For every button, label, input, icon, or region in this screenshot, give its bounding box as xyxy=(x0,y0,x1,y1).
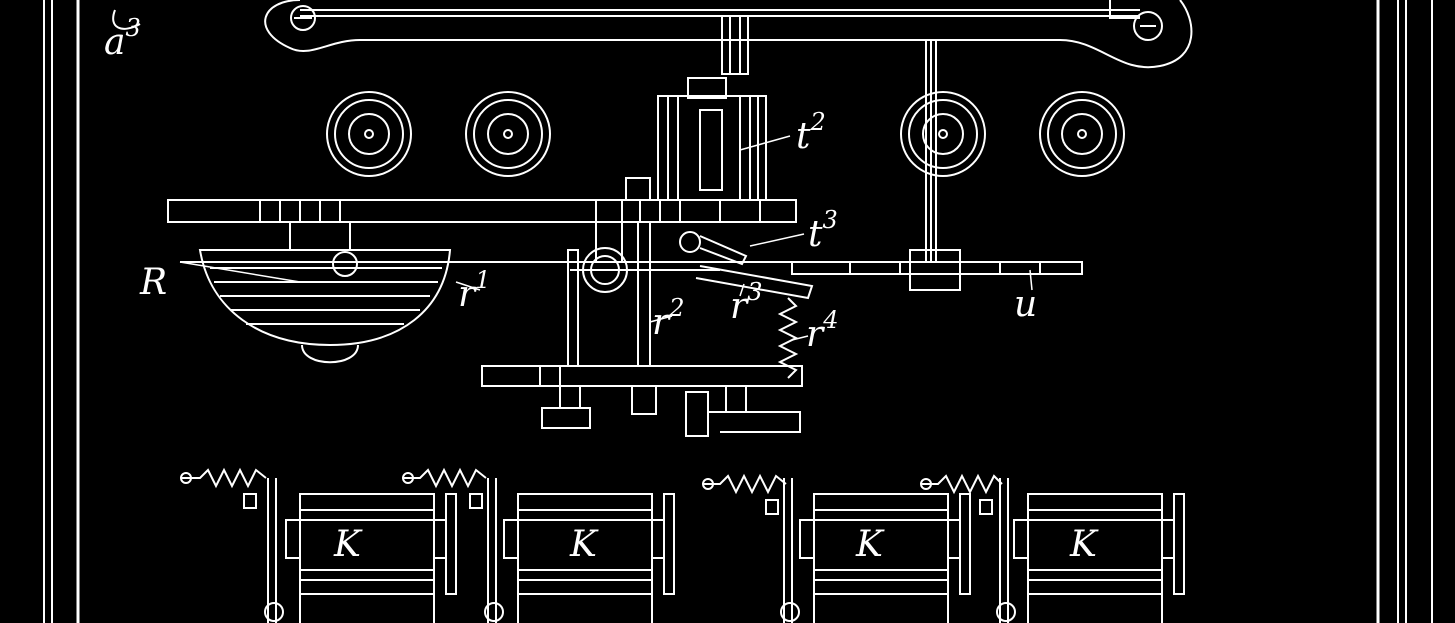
label-r: R xyxy=(139,262,167,303)
label-k-4: K xyxy=(1069,524,1099,565)
label-k-2: K xyxy=(569,524,599,565)
lower-bar xyxy=(481,365,803,437)
top-lever-plate xyxy=(112,0,1193,69)
coil-t2 xyxy=(657,77,767,201)
magnet-unit-4 xyxy=(920,473,1185,623)
plate-u xyxy=(791,249,1083,291)
frame-left xyxy=(43,0,80,623)
label-k-3: K xyxy=(855,524,885,565)
magnet-unit-1 xyxy=(180,467,457,623)
vertical-rod xyxy=(925,40,937,262)
magnet-unit-3 xyxy=(702,473,971,623)
reference-labels: a3 t2 t3 R r1 r2 r3 r4 u K K K K xyxy=(104,14,1099,565)
top-stud xyxy=(721,15,749,75)
label-a3: a3 xyxy=(104,14,141,63)
label-r1: r1 xyxy=(458,266,491,315)
label-r4: r4 xyxy=(806,306,839,355)
label-u: u xyxy=(1014,284,1037,325)
label-t2: t2 xyxy=(796,108,826,157)
lever-r1 xyxy=(180,231,814,300)
magnet-unit-2 xyxy=(402,467,675,623)
bobbin-discs xyxy=(326,91,1125,177)
bowl-r xyxy=(198,221,452,364)
spring-r4 xyxy=(777,297,799,379)
label-r2: r2 xyxy=(652,294,685,343)
label-t3: t3 xyxy=(808,206,838,255)
frame-right xyxy=(1376,0,1433,623)
label-k-1: K xyxy=(333,524,363,565)
label-r3: r3 xyxy=(730,278,763,327)
pulley-assembly xyxy=(567,199,651,367)
leader-lines xyxy=(179,135,1033,341)
main-bar xyxy=(167,177,797,223)
